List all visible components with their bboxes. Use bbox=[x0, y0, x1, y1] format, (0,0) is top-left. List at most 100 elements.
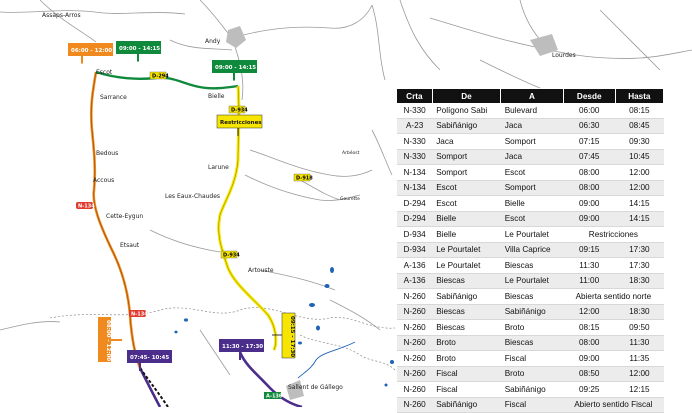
svg-text:06:00 - 12:00: 06:00 - 12:00 bbox=[71, 48, 112, 54]
cell-a: Fiscal bbox=[500, 397, 564, 413]
cell-desde: 08:50 bbox=[563, 366, 616, 382]
cell-crta: A-136 bbox=[397, 273, 433, 289]
svg-text:D-918: D-918 bbox=[296, 176, 313, 182]
cell-desde: 12:00 bbox=[563, 304, 616, 320]
svg-text:D-294: D-294 bbox=[152, 74, 169, 80]
cell-desde: 09:00 bbox=[563, 211, 616, 227]
svg-text:09:15 - 17:30: 09:15 - 17:30 bbox=[289, 316, 295, 357]
cell-de: Bielle bbox=[432, 211, 501, 227]
column-header-de: De bbox=[432, 89, 502, 103]
badge-green-right: 09:00 - 14:15 bbox=[212, 60, 257, 83]
cell-hasta: 18:30 bbox=[615, 273, 664, 289]
cell-desde: 08:00 bbox=[563, 164, 616, 181]
svg-text:D-934: D-934 bbox=[231, 108, 248, 114]
cell-crta: D-934 bbox=[397, 226, 433, 243]
cell-de: Fiscal bbox=[432, 381, 501, 398]
cell-crta: N-260 bbox=[397, 304, 433, 320]
cell-crta: N-260 bbox=[397, 288, 433, 305]
cell-de: Biescas bbox=[432, 304, 501, 320]
railway bbox=[139, 367, 169, 407]
route-orange-casing bbox=[90, 71, 141, 369]
cell-crta: D-294 bbox=[397, 211, 433, 227]
svg-text:09:00 - 14:15: 09:00 - 14:15 bbox=[215, 65, 256, 71]
town-accous: Accous bbox=[93, 177, 114, 184]
cell-de: Sabiñánigo bbox=[432, 288, 501, 305]
cell-a: Le Pourtalet bbox=[500, 226, 564, 243]
cell-a: Biescas bbox=[500, 288, 564, 305]
cell-crta: N-330 bbox=[397, 103, 433, 119]
svg-text:N-134: N-134 bbox=[131, 312, 148, 318]
cell-desde: 11:30 bbox=[563, 257, 616, 274]
cell-a: Le Pourtalet bbox=[500, 273, 564, 289]
town-sallent: Sallent de Gállego bbox=[288, 384, 343, 391]
column-header-hasta: Hasta bbox=[615, 89, 665, 103]
cell-hasta: 14:15 bbox=[615, 195, 664, 212]
cell-hasta: 10:45 bbox=[615, 149, 664, 165]
cell-de: Biescas bbox=[432, 319, 501, 336]
cell-hasta: 08:15 bbox=[615, 103, 664, 119]
cell-desde: 09:15 bbox=[563, 242, 616, 258]
table-header-row: Crta De A Desde Hasta bbox=[397, 89, 665, 103]
badge-restricciones: Restricciones bbox=[216, 114, 262, 136]
road-label-d934-top: D-934 bbox=[228, 105, 248, 114]
cell-hasta: 11:30 bbox=[615, 335, 664, 351]
cell-a: Broto bbox=[500, 366, 564, 382]
road-label-d918: D-918 bbox=[293, 173, 313, 182]
route-yellow-casing bbox=[218, 85, 276, 351]
town-bedous: Bedous bbox=[96, 150, 118, 157]
town-lourdes: Lourdes bbox=[552, 52, 576, 59]
svg-text:Restricciones: Restricciones bbox=[220, 120, 262, 126]
cell-a: Sabiñánigo bbox=[500, 381, 564, 398]
cell-crta: N-260 bbox=[397, 319, 433, 336]
road-label-d294: D-294 bbox=[149, 71, 169, 80]
badge-orange-vertical: 08:00 - 12:00 bbox=[98, 317, 122, 362]
town-gourette: Gourette bbox=[340, 196, 360, 202]
cell-a: Villa Caprice bbox=[500, 242, 564, 258]
road-label-d934-mid: D-934 bbox=[220, 250, 240, 259]
cell-crta: N-134 bbox=[397, 180, 433, 196]
svg-text:N-134: N-134 bbox=[78, 204, 95, 210]
cell-hasta: 14:15 bbox=[615, 211, 664, 227]
lakes bbox=[174, 267, 394, 387]
cell-de: Broto bbox=[432, 335, 501, 351]
cell-de: Le Pourtalet bbox=[432, 242, 501, 258]
cell-span: Abierta sentido norte bbox=[563, 288, 664, 305]
cell-desde: 09:00 bbox=[563, 350, 616, 367]
cell-desde: 06:30 bbox=[563, 118, 616, 134]
cell-de: Fiscal bbox=[432, 366, 501, 382]
cell-desde: 09:00 bbox=[563, 195, 616, 212]
svg-text:07:45- 10:45: 07:45- 10:45 bbox=[130, 355, 169, 361]
town-artouste: Artouste bbox=[248, 267, 274, 274]
cell-hasta: 12:15 bbox=[615, 381, 664, 398]
cell-a: Biescas bbox=[500, 335, 564, 351]
cell-desde: 07:45 bbox=[563, 149, 616, 165]
town-sarrance: Sarrance bbox=[100, 94, 127, 101]
road-label-n134-a: N-134 bbox=[76, 202, 95, 210]
cell-hasta: 09:50 bbox=[615, 319, 664, 336]
cell-hasta: 11:35 bbox=[615, 350, 664, 367]
cell-hasta: 12:00 bbox=[615, 366, 664, 382]
cell-crta: A-136 bbox=[397, 257, 433, 274]
cell-crta: N-330 bbox=[397, 133, 433, 150]
cell-a: Bielle bbox=[500, 195, 564, 212]
cell-a: Somport bbox=[500, 133, 564, 150]
cell-a: Jaca bbox=[500, 118, 564, 134]
badge-orange-top: 06:00 - 12:00 bbox=[68, 43, 113, 66]
town-andy: Andy bbox=[205, 38, 221, 45]
cell-crta: D-934 bbox=[397, 242, 433, 258]
